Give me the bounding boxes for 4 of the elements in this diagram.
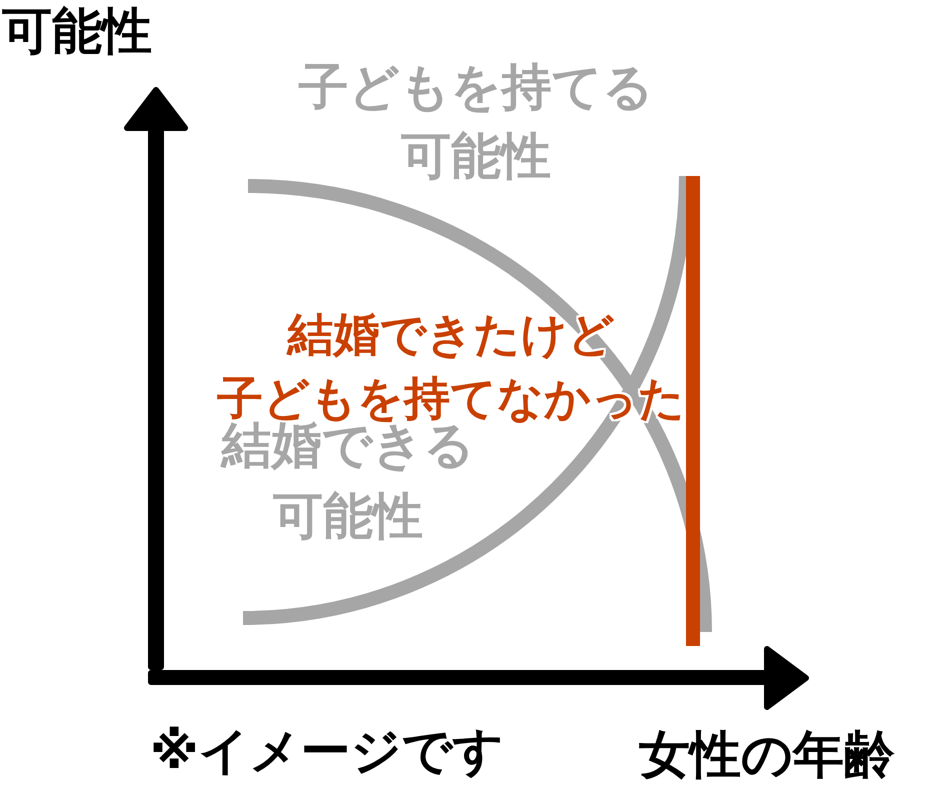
curve-label: 子どもを持てる可能性 (298, 57, 654, 187)
note-text: ※イメージです (150, 721, 505, 781)
axis-title: 女性の年齢 (639, 726, 896, 786)
axis-title: 可能性 (2, 1, 153, 61)
